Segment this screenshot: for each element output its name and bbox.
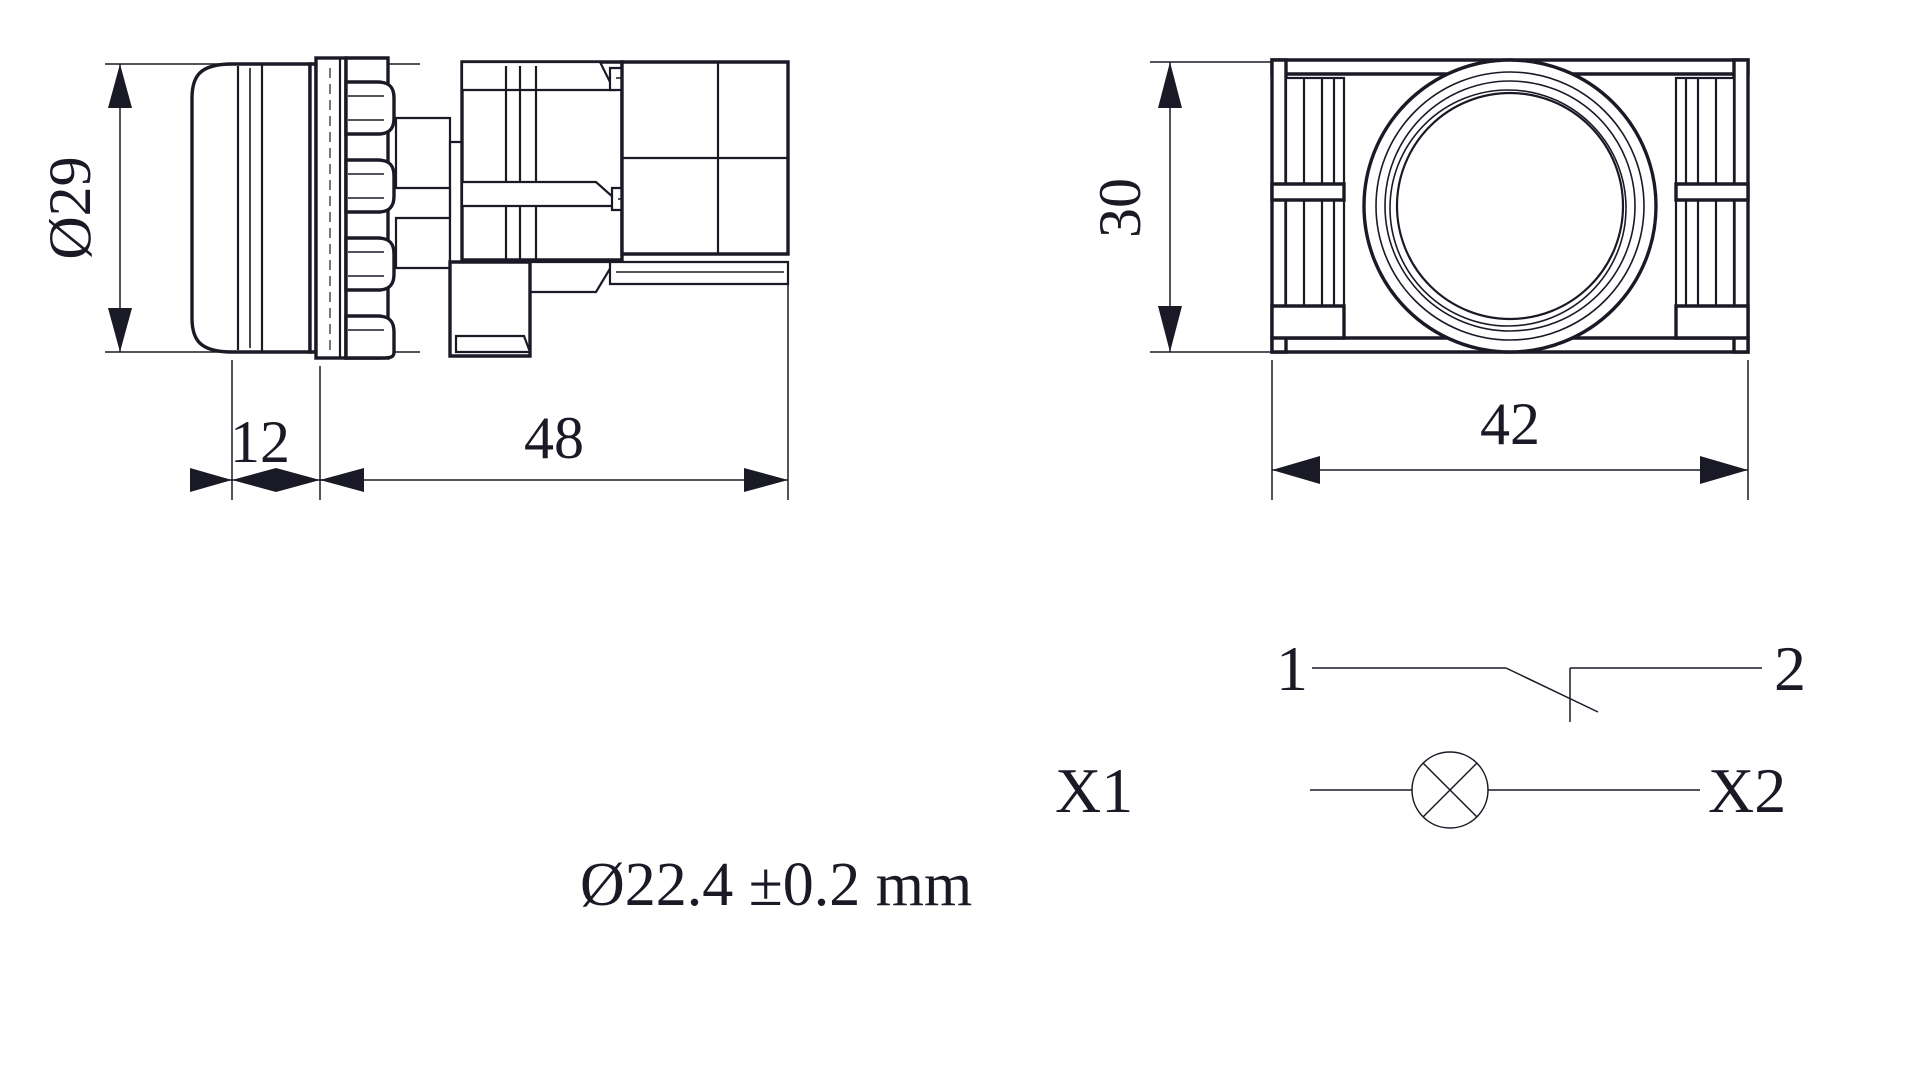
button-head (190, 62, 318, 354)
panel-cutout-note: Ø22.4 ±0.2 mm (580, 851, 972, 919)
fixing-ring-teeth (344, 56, 396, 360)
mounting-bracket (1270, 58, 1750, 354)
bracket-slot-right-lower (1674, 198, 1736, 308)
lower-body-extension (448, 260, 532, 358)
dim-extension-lines-bottom (231, 262, 789, 500)
side-profile-view: Ø29 (37, 56, 790, 500)
lamp-icon (1411, 751, 1489, 829)
dimension-label-48: 48 (524, 405, 584, 471)
dimension-12: 12 (190, 409, 360, 492)
dimension-label-30: 30 (1087, 178, 1153, 238)
button-face-circles (1362, 58, 1658, 354)
bracket-slot-left-upper (1284, 76, 1346, 186)
dimension-48: 48 (320, 405, 788, 492)
contact-block-body (448, 60, 790, 358)
no-contact-symbol: 1 2 (1276, 633, 1806, 722)
terminal-label-x2: X2 (1708, 755, 1786, 826)
dimension-30: 30 (1087, 62, 1182, 352)
dimension-label-12: 12 (230, 409, 290, 475)
threaded-collar (314, 56, 348, 360)
terminal-block (620, 60, 790, 256)
terminal-label-2: 2 (1774, 633, 1806, 704)
dimension-label-42: 42 (1480, 391, 1540, 457)
terminal-label-x1: X1 (1055, 755, 1133, 826)
dimension-label-diameter-29: Ø29 (37, 156, 103, 259)
dimension-diameter-29: Ø29 (37, 64, 132, 352)
terminal-label-1: 1 (1276, 633, 1308, 704)
front-view: 30 (1087, 58, 1750, 500)
wiring-schematic: 1 2 X1 X2 (1055, 633, 1806, 829)
dim-extension-lines-width42 (1271, 360, 1749, 500)
lamp-symbol-circuit: X1 X2 (1055, 751, 1786, 829)
bracket-slot-right-upper (1674, 76, 1736, 186)
dimension-42: 42 (1272, 391, 1748, 484)
panel-cutout-note-text: Ø22.4 ±0.2 mm (580, 851, 972, 919)
bracket-slot-left-lower (1284, 198, 1346, 308)
